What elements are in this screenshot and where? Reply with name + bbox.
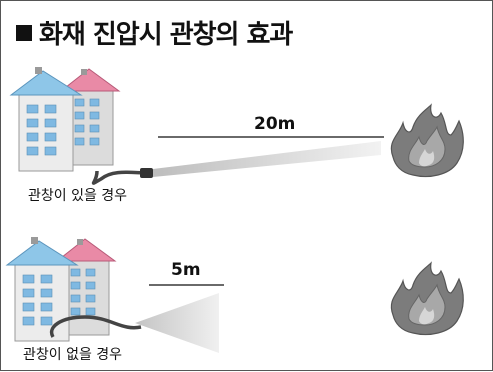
distance-label-with-nozzle: 20m	[254, 114, 296, 134]
fire-icon	[390, 262, 464, 336]
scenario-without-nozzle	[6, 236, 464, 353]
nozzle-icon	[140, 168, 153, 178]
title-bullet-square	[16, 25, 32, 41]
hose-icon	[49, 315, 142, 338]
building-icon	[10, 66, 120, 172]
hose-icon	[91, 170, 148, 185]
caption-without-nozzle: 관창이 없을 경우	[23, 347, 123, 363]
scenario-with-nozzle	[10, 66, 464, 185]
fire-icon	[390, 104, 464, 178]
water-stream-long	[153, 141, 381, 177]
caption-with-nozzle: 관창이 있을 경우	[28, 188, 128, 204]
building-icon	[6, 236, 116, 342]
distance-label-without-nozzle: 5m	[171, 260, 201, 280]
infographic-title: 화재 진압시 관창의 효과	[39, 20, 293, 50]
water-stream-short	[135, 293, 219, 353]
